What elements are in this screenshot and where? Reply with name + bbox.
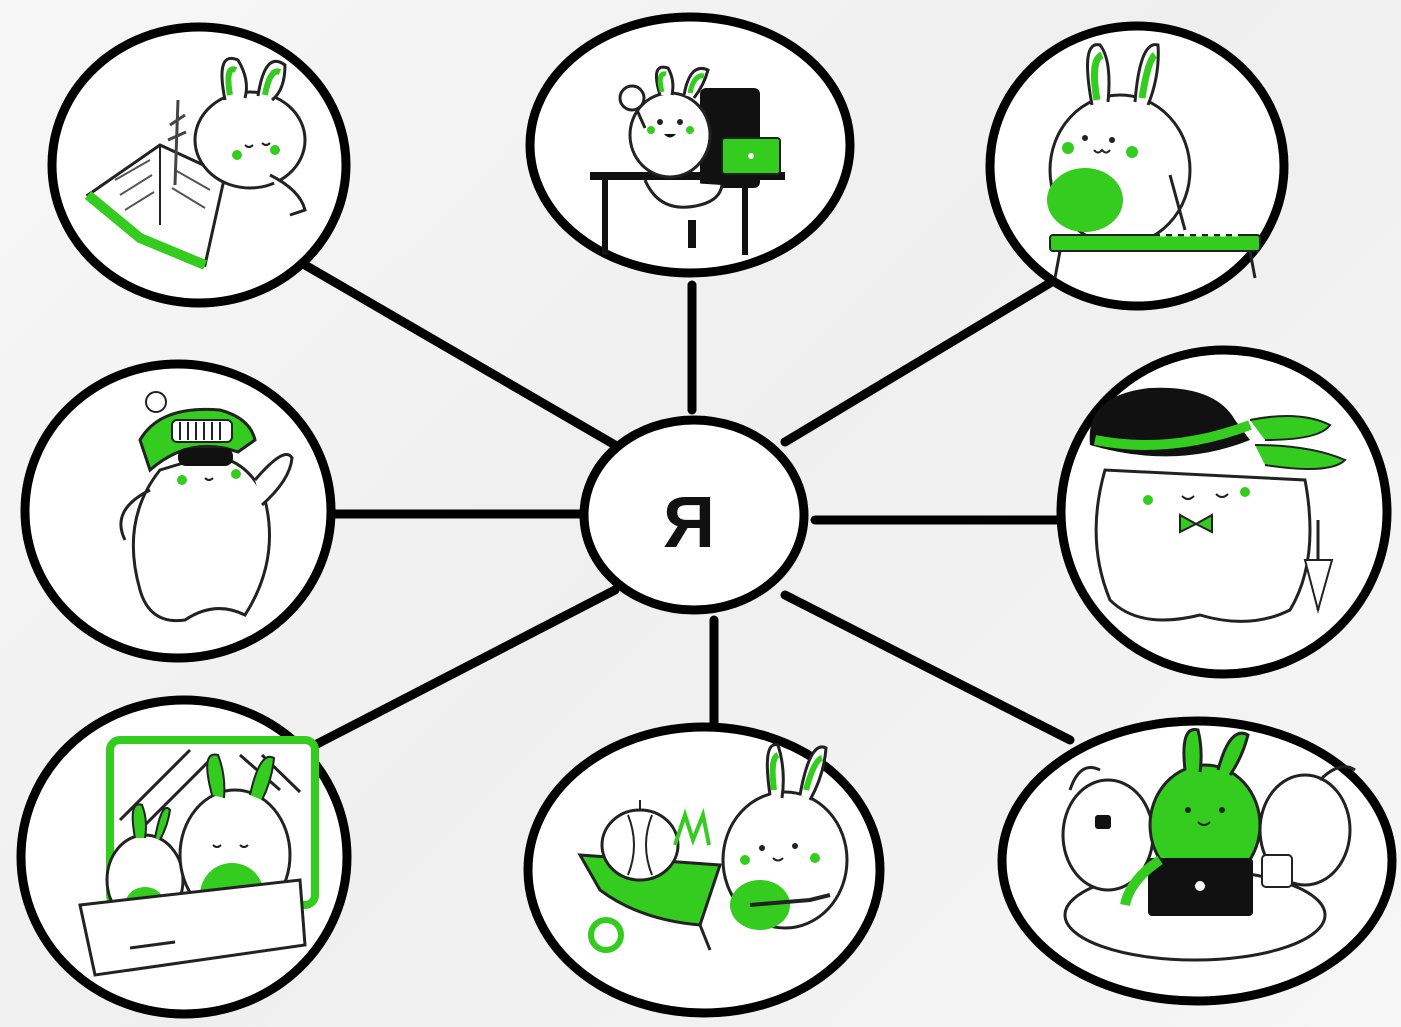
node-gardening	[528, 727, 880, 1013]
connector-reading	[305, 265, 615, 445]
node-reading	[52, 27, 346, 303]
connector-travel	[315, 590, 615, 745]
node-computer	[530, 17, 850, 273]
node-exercise	[990, 26, 1284, 306]
node-travel	[21, 700, 347, 1014]
connector-exercise	[785, 283, 1050, 442]
node-winter	[25, 364, 331, 658]
node-gentleman	[1061, 350, 1387, 674]
bunnies-in-suitcase-icon	[80, 740, 315, 975]
center-label: Я	[663, 483, 715, 563]
node-friends	[1002, 721, 1392, 1001]
center-node: Я	[584, 420, 804, 610]
connector-friends	[785, 595, 1070, 740]
